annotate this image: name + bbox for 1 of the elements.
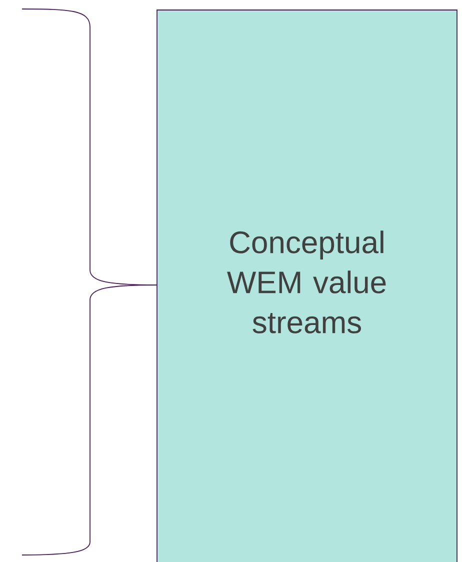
text-box: Conceptual WEM value streams — [156, 10, 458, 562]
